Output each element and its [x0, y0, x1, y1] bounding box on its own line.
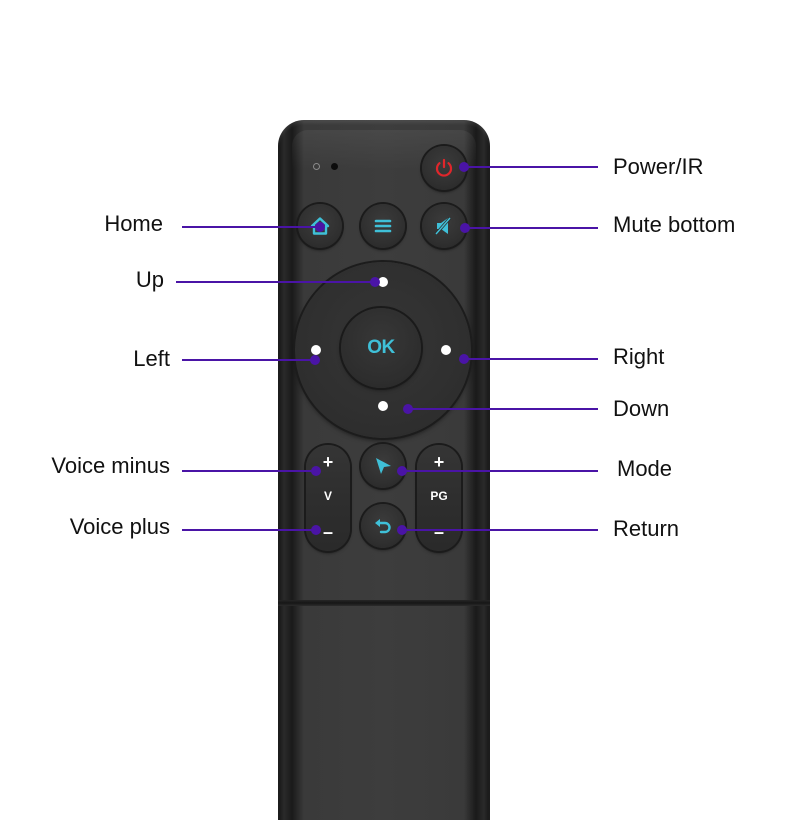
callout-dot-return [397, 525, 407, 535]
page-label: PG [430, 489, 448, 503]
callout-line-mode [402, 470, 598, 472]
volume-plus-button[interactable]: + [322, 452, 334, 472]
dpad-up-button[interactable] [378, 277, 388, 287]
menu-icon [374, 219, 392, 233]
label-right: Right [613, 344, 665, 369]
callout-line-voice-minus [182, 470, 317, 472]
callout-line-home [182, 226, 320, 228]
callout-line-return [402, 529, 598, 531]
mode-button[interactable] [361, 444, 405, 488]
battery-cover-seam [278, 600, 490, 606]
indicator-led-hollow [313, 163, 320, 170]
menu-button[interactable] [361, 204, 405, 248]
page-up-button[interactable]: + [433, 452, 445, 472]
callout-dot-power [459, 162, 469, 172]
label-left: Left [133, 346, 170, 371]
dpad-down-button[interactable] [378, 401, 388, 411]
callout-dot-mode [397, 466, 407, 476]
remote-control: OK + V – + PG – [278, 120, 490, 820]
callout-line-power [464, 166, 598, 168]
callout-dot-home [315, 222, 325, 232]
callout-line-down [408, 408, 598, 410]
return-arrow-icon [375, 519, 391, 534]
ok-button[interactable]: OK [341, 308, 421, 388]
label-home: Home [104, 211, 163, 236]
cursor-arrow-icon [376, 458, 391, 474]
callout-line-voice-plus [182, 529, 317, 531]
mute-icon [434, 217, 452, 235]
power-icon [435, 158, 453, 177]
ok-label: OK [367, 337, 395, 358]
volume-label: V [323, 489, 332, 503]
callout-dot-left [310, 355, 320, 365]
dpad-left-button[interactable] [311, 345, 321, 355]
callout-dot-right [459, 354, 469, 364]
callout-dot-down [403, 404, 413, 414]
label-mode: Mode [617, 456, 673, 481]
label-return: Return [613, 516, 680, 541]
volume-minus-button[interactable]: – [322, 522, 333, 542]
power-button[interactable] [422, 146, 466, 190]
callout-line-mute [465, 227, 598, 229]
callout-line-left [182, 359, 315, 361]
callout-dot-voice-minus [311, 466, 321, 476]
dpad-right-button[interactable] [441, 345, 451, 355]
page-down-button[interactable]: – [433, 522, 444, 542]
callout-line-right [464, 358, 598, 360]
callout-dot-up [370, 277, 380, 287]
label-mute: Mute bottom [613, 212, 736, 237]
mute-button[interactable] [422, 204, 466, 248]
label-up: Up [135, 267, 164, 292]
label-power: Power/IR [613, 154, 704, 179]
callout-line-up [176, 281, 376, 283]
volume-rocker[interactable]: + V – [306, 445, 350, 551]
callout-dot-mute [460, 223, 470, 233]
indicator-led-solid [331, 163, 338, 170]
callout-dot-voice-plus [311, 525, 321, 535]
label-voice-plus: Voice plus [69, 514, 170, 539]
label-voice-minus: Voice minus [51, 453, 170, 478]
page-rocker[interactable]: + PG – [417, 445, 461, 551]
label-down: Down [613, 396, 670, 421]
